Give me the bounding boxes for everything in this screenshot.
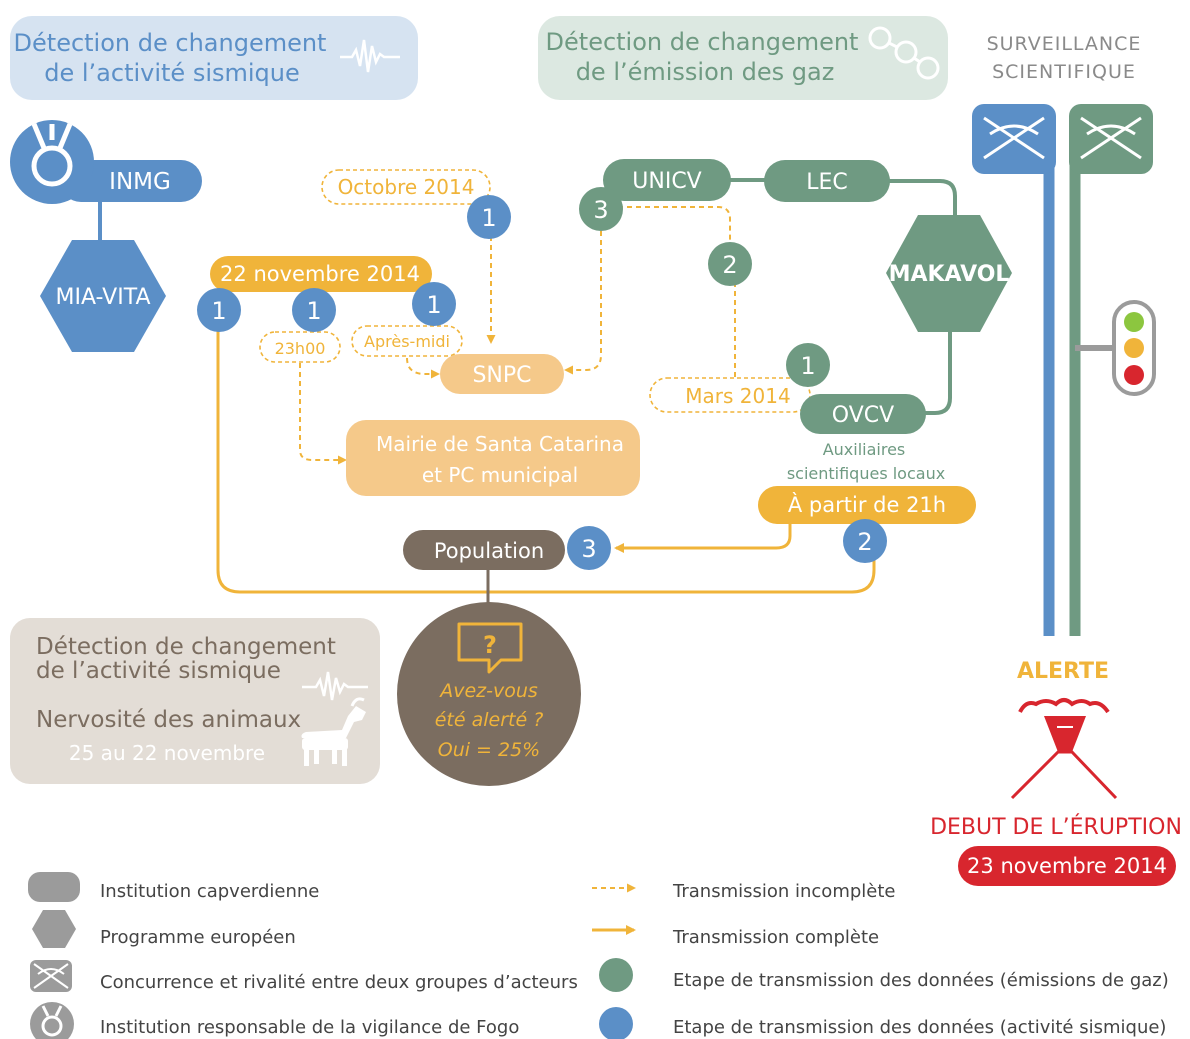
apres-midi-text: Après-midi bbox=[364, 332, 450, 351]
ovcv-label: OVCV bbox=[832, 403, 894, 428]
handshake-rivalry-icon bbox=[30, 960, 72, 992]
surveillance-poles bbox=[972, 104, 1153, 636]
survey-circle: ? Avez-vous été alerté ? Oui = 25% bbox=[397, 602, 581, 786]
lec-label: LEC bbox=[806, 170, 848, 195]
miavita-label: MIA-VITA bbox=[55, 285, 150, 310]
step-ovcv: 1 bbox=[800, 352, 815, 380]
makavol-label: MAKAVOL bbox=[889, 262, 1010, 287]
seismogram-icon bbox=[302, 671, 368, 701]
seismic-header-line1: Détection de changement bbox=[14, 29, 327, 57]
volcano-icon bbox=[1010, 698, 1118, 800]
complete-transmission-lines bbox=[216, 330, 876, 594]
legend-programme: Programme européen bbox=[100, 927, 296, 948]
step-nov-a: 1 bbox=[211, 297, 226, 325]
surveillance-title-line2: SCIENTIFIQUE bbox=[992, 61, 1136, 83]
local-animals: Nervosité des animaux bbox=[36, 707, 301, 733]
nov22-text: 22 novembre 2014 bbox=[220, 262, 420, 286]
step-21h: 2 bbox=[857, 528, 872, 556]
surveillance-title-line1: SURVEILLANCE bbox=[987, 33, 1142, 55]
partir21-label: À partir de 21h bbox=[758, 486, 976, 524]
population-node: Population bbox=[403, 530, 565, 570]
step-nov-b: 1 bbox=[306, 297, 321, 325]
partir21-text: À partir de 21h bbox=[788, 492, 946, 517]
legend-institution: Institution capverdienne bbox=[100, 881, 319, 902]
incomplete-transmission-lines bbox=[299, 206, 736, 465]
step-unicv: 3 bbox=[593, 196, 608, 224]
step-two: 2 bbox=[722, 251, 737, 279]
question-bubble-icon: ? bbox=[457, 622, 523, 674]
legend-concurrence: Concurrence et rivalité entre deux group… bbox=[100, 972, 578, 993]
gas-header-line1: Détection de changement bbox=[546, 28, 859, 56]
mars-label: Mars 2014 bbox=[649, 377, 811, 413]
unicv-label: UNICV bbox=[632, 169, 701, 194]
auxiliaires-line1: Auxiliaires bbox=[823, 440, 906, 459]
step-oct: 1 bbox=[481, 204, 496, 232]
programme-swatch bbox=[32, 910, 76, 948]
survey-line1: Avez-vous bbox=[438, 680, 538, 702]
gas-header-line2: de l’émission des gaz bbox=[576, 58, 835, 86]
auxiliaires-line2: scientifiques locaux bbox=[787, 464, 945, 483]
gas-step-swatch bbox=[599, 958, 633, 992]
handshake-rivalry-icon bbox=[983, 116, 1142, 160]
eruption-date-badge: 23 novembre 2014 bbox=[958, 846, 1176, 886]
legend-vigilance: Institution responsable de la vigilance … bbox=[100, 1017, 519, 1038]
makavol-node: MAKAVOL bbox=[886, 215, 1012, 332]
mairie-node: Mairie de Santa Catarina et PC municipal bbox=[346, 420, 640, 496]
step-nov-c: 1 bbox=[426, 291, 441, 319]
unicv-node: UNICV bbox=[603, 159, 731, 201]
legend-seismic-step: Etape de transmission des données (activ… bbox=[673, 1017, 1166, 1038]
medal-icon bbox=[31, 123, 73, 187]
octobre-text: Octobre 2014 bbox=[338, 175, 475, 199]
apres-midi-label: Après-midi bbox=[351, 325, 463, 357]
inmg-label: INMG bbox=[109, 169, 171, 195]
local-line1: Détection de changement bbox=[36, 634, 336, 660]
inmg-node: INMG bbox=[10, 120, 202, 204]
survey-line2: été alerté ? bbox=[435, 709, 544, 731]
legend-gas-step: Etape de transmission des données (émiss… bbox=[673, 970, 1169, 991]
population-label: Population bbox=[434, 539, 544, 563]
miavita-node: MIA-VITA bbox=[40, 240, 166, 352]
legend-complete: Transmission complète bbox=[672, 927, 879, 948]
traffic-light-icon bbox=[1075, 300, 1156, 396]
legend: Institution capverdienne Programme europ… bbox=[28, 872, 1169, 1039]
legend-incomplete: Transmission incomplète bbox=[672, 881, 896, 902]
step-circles: 1 1 1 1 3 2 1 3 2 bbox=[197, 187, 887, 570]
step-pop: 3 bbox=[581, 535, 596, 563]
lec-node: LEC bbox=[764, 160, 890, 202]
gas-detection-header: Détection de changement de l’émission de… bbox=[538, 16, 948, 100]
snpc-node: SNPC bbox=[440, 354, 564, 394]
seismic-step-swatch bbox=[599, 1007, 633, 1039]
institution-swatch bbox=[28, 872, 80, 902]
local-detection-box: Détection de changement de l’activité si… bbox=[10, 618, 380, 784]
ovcv-node: OVCV bbox=[800, 394, 926, 434]
seismogram-icon bbox=[340, 39, 400, 73]
mairie-line2: et PC municipal bbox=[422, 463, 578, 487]
medal-icon bbox=[30, 1002, 74, 1039]
octobre-label: Octobre 2014 bbox=[321, 169, 491, 205]
mairie-line1: Mairie de Santa Catarina bbox=[376, 432, 624, 456]
debut-eruption-label: DEBUT DE L’ÉRUPTION bbox=[930, 814, 1182, 840]
h23-label: 23h00 bbox=[259, 331, 341, 363]
svg-text:?: ? bbox=[483, 631, 497, 659]
goat-icon bbox=[301, 697, 366, 766]
eruption-date-text: 23 novembre 2014 bbox=[967, 854, 1167, 878]
survey-line3: Oui = 25% bbox=[438, 739, 541, 761]
local-line2: de l’activité sismique bbox=[36, 658, 281, 684]
mars-text: Mars 2014 bbox=[685, 384, 790, 408]
nov22-label: 22 novembre 2014 bbox=[210, 256, 432, 292]
seismic-header-line2: de l’activité sismique bbox=[44, 59, 300, 87]
h23-text: 23h00 bbox=[275, 339, 326, 358]
seismic-detection-header: Détection de changement de l’activité si… bbox=[10, 16, 418, 100]
local-dates: 25 au 22 novembre bbox=[69, 741, 265, 765]
alerte-label: ALERTE bbox=[1017, 659, 1109, 684]
snpc-label: SNPC bbox=[472, 363, 531, 388]
molecule-icon bbox=[868, 26, 940, 80]
